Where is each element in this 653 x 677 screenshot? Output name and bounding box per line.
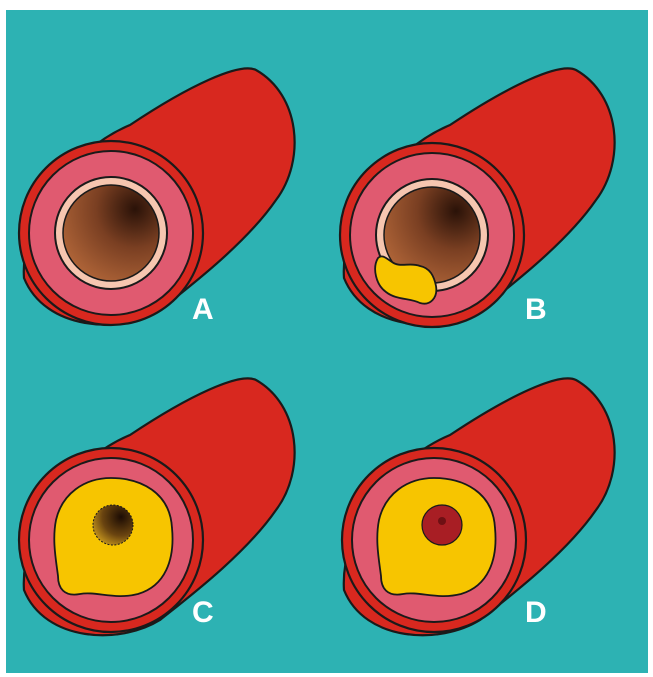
panel-label-b: B (525, 293, 547, 326)
narrowed-lumen (93, 505, 133, 545)
panel-label-c: C (192, 596, 214, 629)
lumen (63, 185, 159, 281)
panel-d: D (342, 378, 615, 635)
panel-a: A (19, 68, 295, 326)
clot-core (438, 517, 446, 525)
panel-b: B (340, 68, 615, 327)
panel-c: C (19, 378, 295, 635)
panel-label-d: D (525, 596, 547, 629)
panel-label-a: A (192, 293, 214, 326)
